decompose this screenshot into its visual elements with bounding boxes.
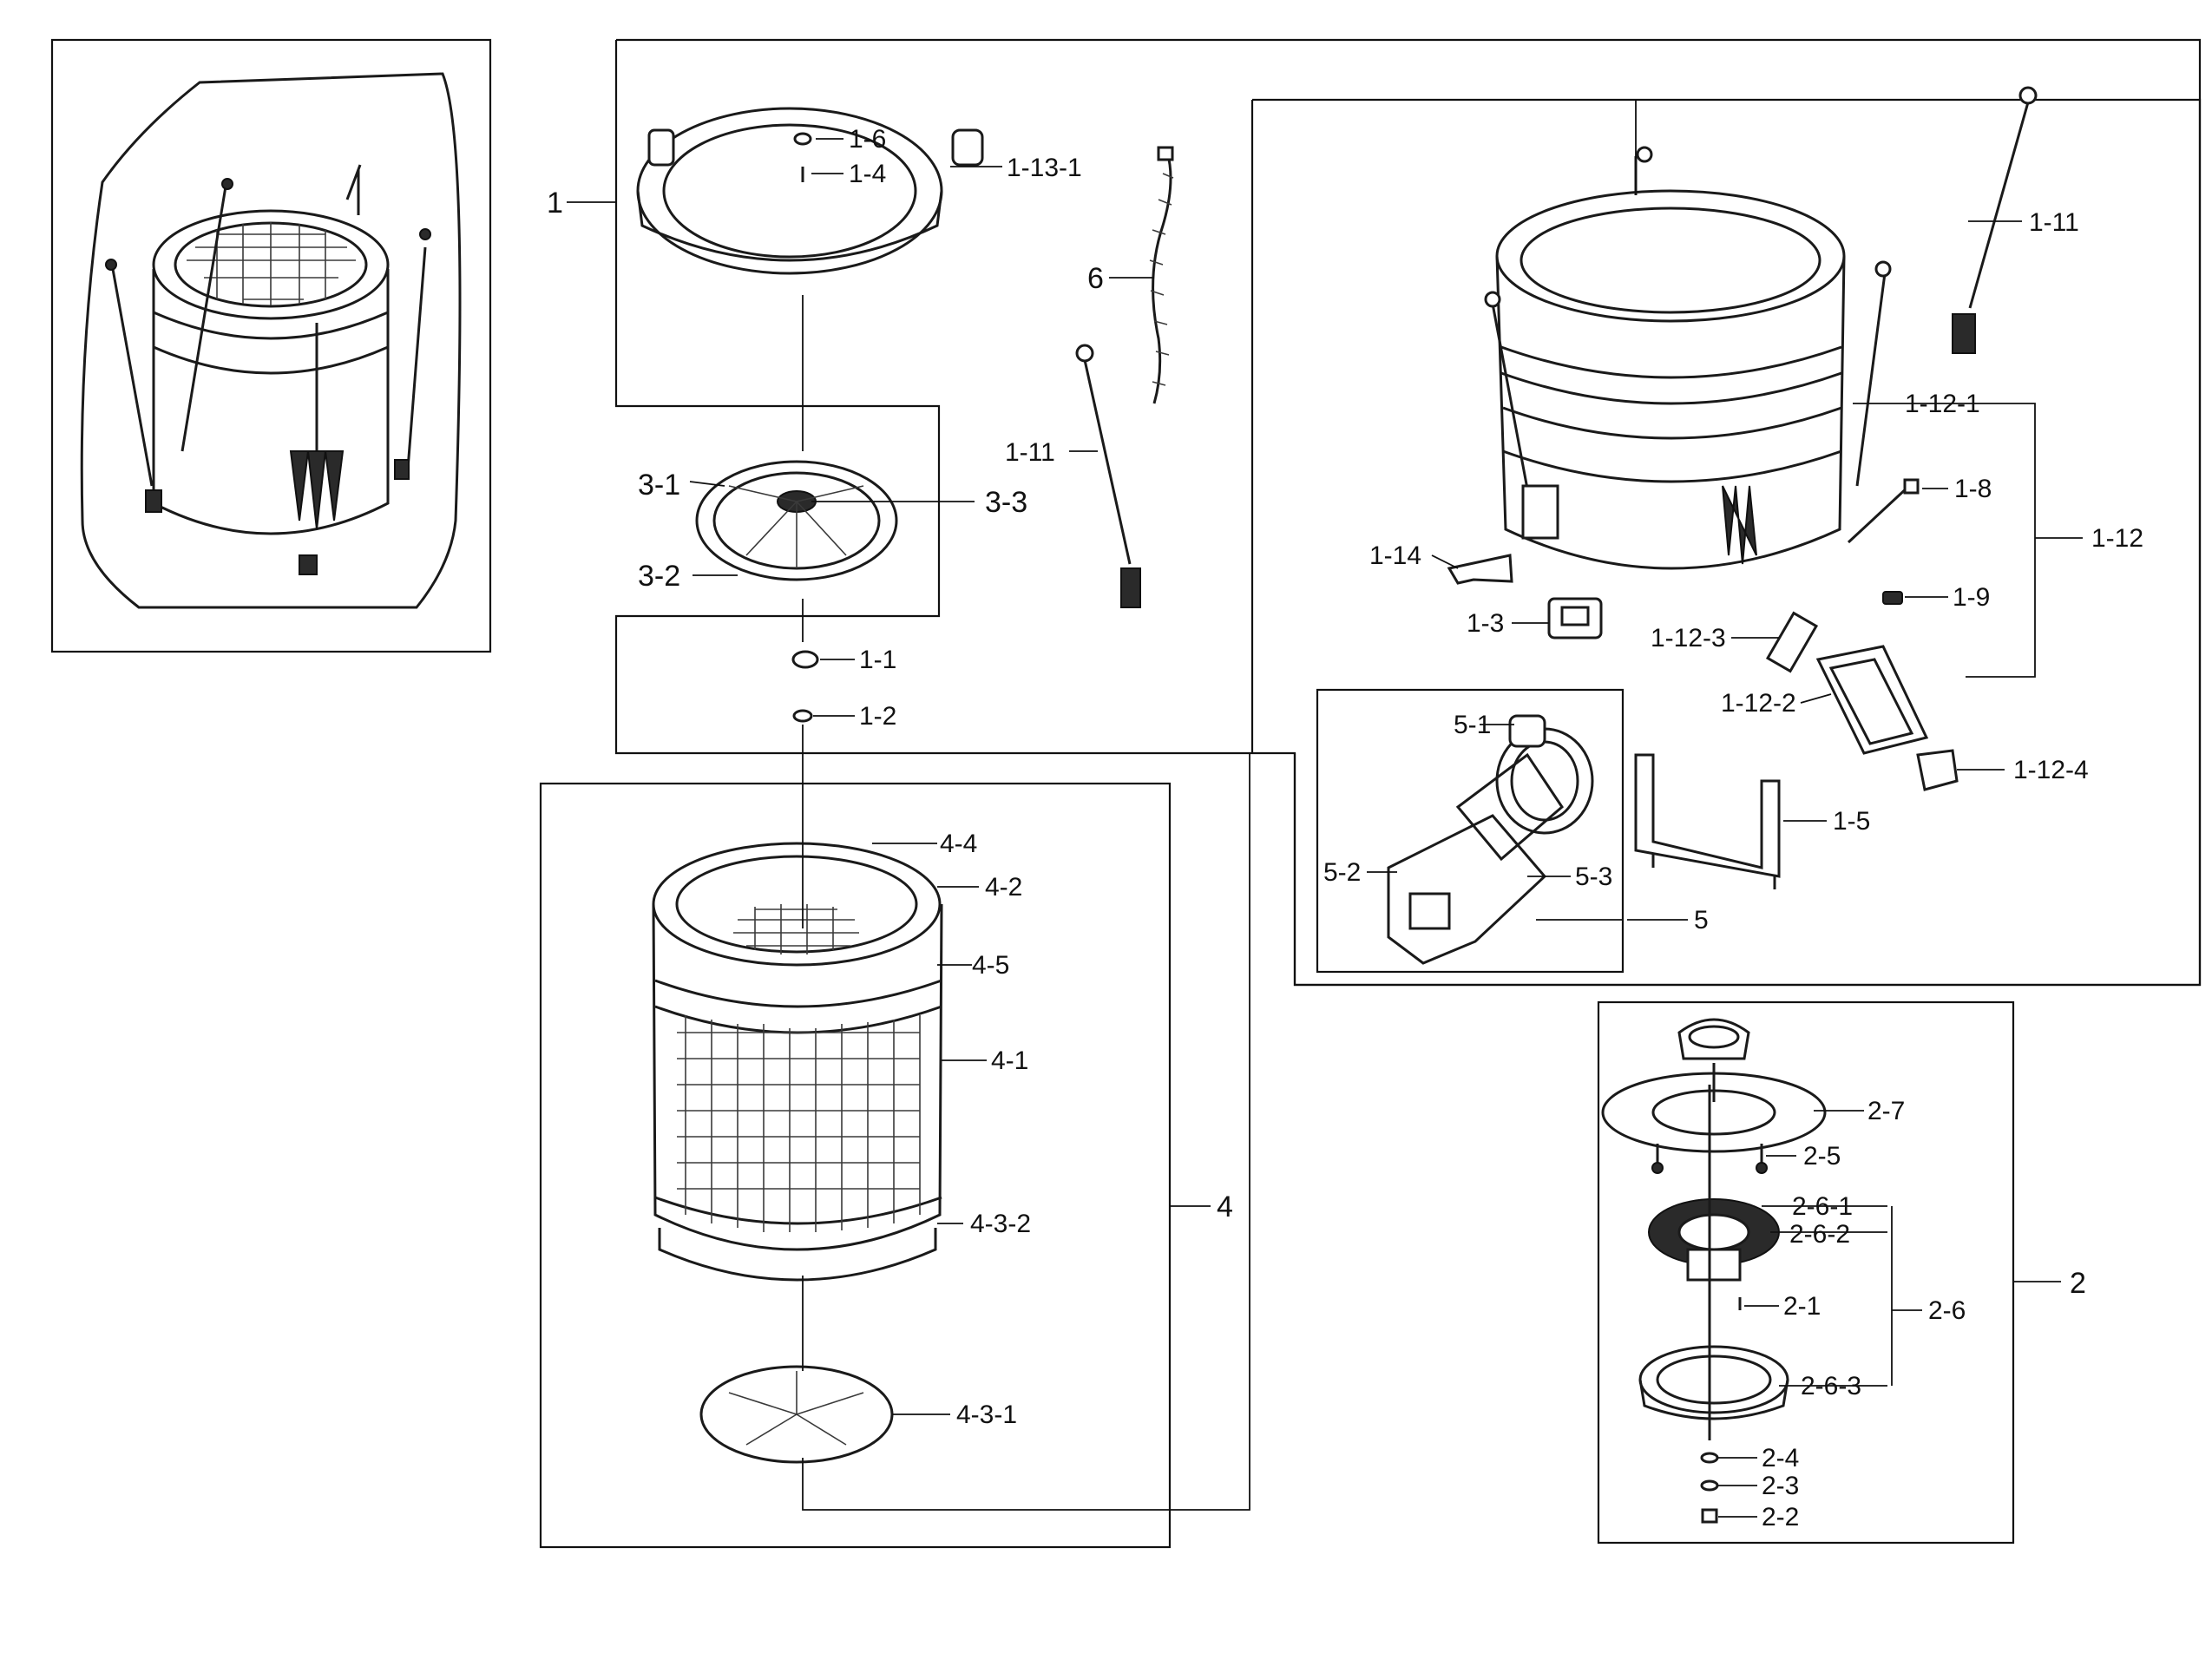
basket-base-plate bbox=[699, 1365, 894, 1464]
bracket-1-5 bbox=[1634, 753, 1781, 889]
label-1-1: 1-1 bbox=[859, 646, 896, 674]
label-1-13-1: 1-13-1 bbox=[1007, 154, 1082, 182]
suspension-rod-right bbox=[1952, 86, 2038, 354]
label-5-3: 5-3 bbox=[1575, 863, 1612, 891]
group-2-frame bbox=[1597, 1000, 2015, 1545]
label-3-3: 3-3 bbox=[985, 486, 1027, 519]
label-1-12-2: 1-12-2 bbox=[1721, 689, 1796, 718]
bracket-1-14 bbox=[1447, 554, 1513, 585]
drain-pump-assembly bbox=[1387, 714, 1594, 965]
label-4-3-1: 4-3-1 bbox=[956, 1400, 1017, 1429]
overview-frame bbox=[50, 38, 492, 653]
hose-6 bbox=[1152, 151, 1172, 404]
group-4-frame bbox=[539, 782, 1172, 1549]
label-2-3: 2-3 bbox=[1762, 1472, 1799, 1500]
label-6: 6 bbox=[1087, 262, 1104, 295]
suspension-rod-left bbox=[1075, 344, 1141, 608]
outer-tub bbox=[1484, 146, 1892, 570]
label-3-1: 3-1 bbox=[638, 469, 680, 502]
connector-4-to-tub bbox=[802, 753, 1250, 1511]
label-2-6: 2-6 bbox=[1928, 1296, 1966, 1325]
label-1-8: 1-8 bbox=[1954, 475, 1992, 503]
label-1-12-4: 1-12-4 bbox=[2013, 756, 2089, 784]
pump-frame bbox=[1316, 688, 1625, 974]
label-4-2: 4-2 bbox=[985, 873, 1022, 902]
label-1-14: 1-14 bbox=[1369, 541, 1421, 570]
label-4-3-2: 4-3-2 bbox=[970, 1210, 1031, 1238]
label-2-6-2: 2-6-2 bbox=[1789, 1220, 1850, 1249]
label-1-12: 1-12 bbox=[2091, 524, 2143, 553]
label-2: 2 bbox=[2070, 1267, 2086, 1300]
label-1-11-left: 1-11 bbox=[1005, 438, 1055, 467]
label-1: 1 bbox=[547, 187, 563, 220]
label-1-12-3: 1-12-3 bbox=[1651, 624, 1726, 653]
tub-cover-ring bbox=[636, 107, 984, 275]
cap-1-6 bbox=[793, 132, 812, 146]
nut-1-1 bbox=[791, 650, 819, 669]
clamp-1-12-4 bbox=[1916, 749, 1959, 791]
valve-1-3 bbox=[1547, 597, 1603, 640]
inner-basket bbox=[652, 842, 943, 1282]
pulsator bbox=[695, 460, 898, 581]
label-2-4: 2-4 bbox=[1762, 1444, 1799, 1473]
label-2-5: 2-5 bbox=[1803, 1142, 1841, 1171]
sensor-1-8 bbox=[1847, 478, 1920, 544]
label-5-1: 5-1 bbox=[1454, 711, 1491, 739]
heater-1-12-2 bbox=[1815, 645, 1929, 755]
label-1-11-right: 1-11 bbox=[2029, 208, 2079, 237]
label-5: 5 bbox=[1694, 906, 1709, 935]
bracket-1-12-3 bbox=[1765, 611, 1819, 673]
label-4-1: 4-1 bbox=[991, 1046, 1028, 1075]
label-1-12-1: 1-12-1 bbox=[1905, 390, 1980, 418]
label-1-2: 1-2 bbox=[859, 702, 896, 731]
label-1-5: 1-5 bbox=[1833, 807, 1870, 836]
label-1-3: 1-3 bbox=[1467, 609, 1504, 638]
label-2-7: 2-7 bbox=[1867, 1097, 1905, 1125]
label-4-4: 4-4 bbox=[940, 830, 977, 858]
label-3-2: 3-2 bbox=[638, 560, 680, 593]
label-2-1: 2-1 bbox=[1783, 1292, 1821, 1321]
clip-1-9 bbox=[1882, 591, 1903, 605]
outer-tub-frame bbox=[1252, 98, 2202, 987]
washer-1-2 bbox=[792, 709, 813, 723]
label-2-6-3: 2-6-3 bbox=[1801, 1372, 1861, 1400]
overview-assembly bbox=[80, 72, 462, 609]
label-1-6: 1-6 bbox=[849, 125, 886, 154]
label-2-2: 2-2 bbox=[1762, 1503, 1799, 1532]
label-4-5: 4-5 bbox=[972, 951, 1009, 980]
label-2-6-1: 2-6-1 bbox=[1792, 1192, 1853, 1221]
label-1-9: 1-9 bbox=[1953, 583, 1990, 612]
label-5-2: 5-2 bbox=[1323, 858, 1361, 887]
label-1-4: 1-4 bbox=[849, 160, 886, 188]
label-4: 4 bbox=[1217, 1190, 1233, 1223]
